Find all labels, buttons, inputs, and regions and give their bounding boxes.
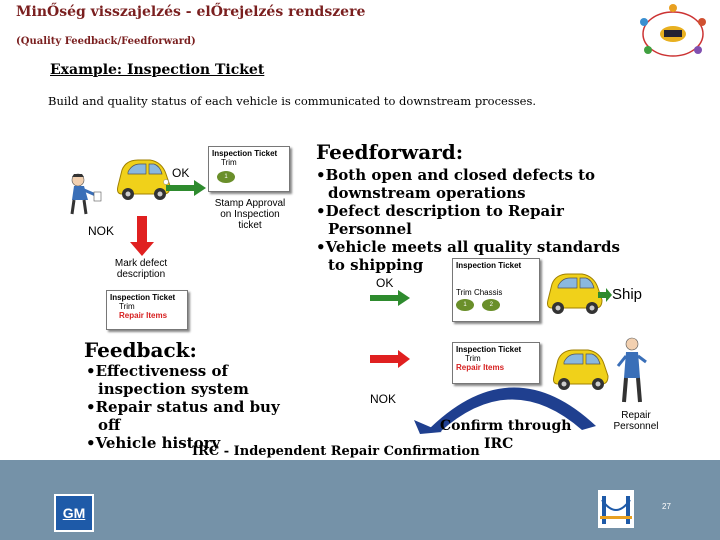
feedback-list: Effectiveness of inspection system Repai… bbox=[86, 362, 296, 452]
ticket-chassis-label: Chassis bbox=[474, 288, 502, 297]
ok-label-middle: OK bbox=[376, 276, 393, 290]
ok-arrow-top bbox=[166, 180, 206, 196]
section-heading: Example: Inspection Ticket bbox=[50, 62, 264, 78]
ticket-trim-label: Trim bbox=[456, 288, 472, 297]
inspection-ticket-top: Inspection Ticket Trim 1 bbox=[208, 146, 290, 192]
ok-arrow-middle bbox=[370, 290, 410, 306]
nok-arrow-right bbox=[370, 350, 410, 368]
inspector-figure-icon bbox=[64, 172, 104, 216]
list-item: Effectiveness of inspection system bbox=[86, 362, 296, 398]
ticket-trim-label: Trim bbox=[209, 158, 289, 167]
list-item: Repair status and buy off bbox=[86, 398, 296, 434]
ticket-repair-items: Repair Items bbox=[453, 363, 539, 372]
inspection-ticket-right: Inspection Ticket Trim Chassis 1 2 bbox=[452, 258, 540, 322]
ok-label-top: OK bbox=[172, 166, 189, 180]
nok-label-bottom: NOK bbox=[370, 392, 396, 406]
page-subtitle: (Quality Feedback/Feedforward) bbox=[16, 36, 196, 47]
irc-definition: IRC - Independent Repair Confirmation bbox=[192, 444, 480, 459]
list-item: Defect description to Repair Personnel bbox=[316, 202, 636, 238]
ticket-trim-label: Trim bbox=[107, 302, 187, 311]
list-item: Both open and closed defects to downstre… bbox=[316, 166, 636, 202]
ticket-repair-items: Repair Items bbox=[107, 311, 187, 320]
gm-logo: GM bbox=[54, 494, 94, 532]
ticket-title: Inspection Ticket bbox=[453, 343, 539, 354]
ticket-title: Inspection Ticket bbox=[107, 291, 187, 302]
mark-defect-caption: Mark defect description bbox=[108, 258, 174, 280]
bridge-logo bbox=[598, 490, 634, 528]
ship-arrow bbox=[598, 288, 612, 302]
ship-label: Ship bbox=[612, 286, 642, 303]
page-title: MinŐség visszajelzés - elŐrejelzés rends… bbox=[16, 4, 365, 20]
irc-label: IRC bbox=[484, 436, 513, 452]
confirm-through-label: Confirm through bbox=[440, 418, 571, 434]
nok-arrow-down bbox=[130, 216, 154, 256]
repair-person-icon bbox=[614, 336, 650, 406]
car-icon bbox=[112, 152, 174, 204]
page-number: 27 bbox=[662, 502, 671, 511]
approval-stamp-icon: 1 bbox=[217, 171, 235, 183]
approval-stamp-icon: 2 bbox=[482, 299, 500, 311]
ticket-trim-label: Trim bbox=[453, 354, 539, 363]
nok-label-left: NOK bbox=[88, 224, 114, 238]
stamp-approval-caption: Stamp Approval on Inspection ticket bbox=[210, 198, 290, 231]
ticket-title: Inspection Ticket bbox=[209, 147, 289, 158]
feedback-title: Feedback: bbox=[84, 338, 197, 362]
process-cycle-diagram bbox=[628, 0, 718, 68]
feedforward-title: Feedforward: bbox=[316, 140, 463, 164]
description-text: Build and quality status of each vehicle… bbox=[48, 94, 536, 108]
ticket-title: Inspection Ticket bbox=[453, 259, 539, 270]
inspection-ticket-left: Inspection Ticket Trim Repair Items bbox=[106, 290, 188, 330]
approval-stamp-icon: 1 bbox=[456, 299, 474, 311]
